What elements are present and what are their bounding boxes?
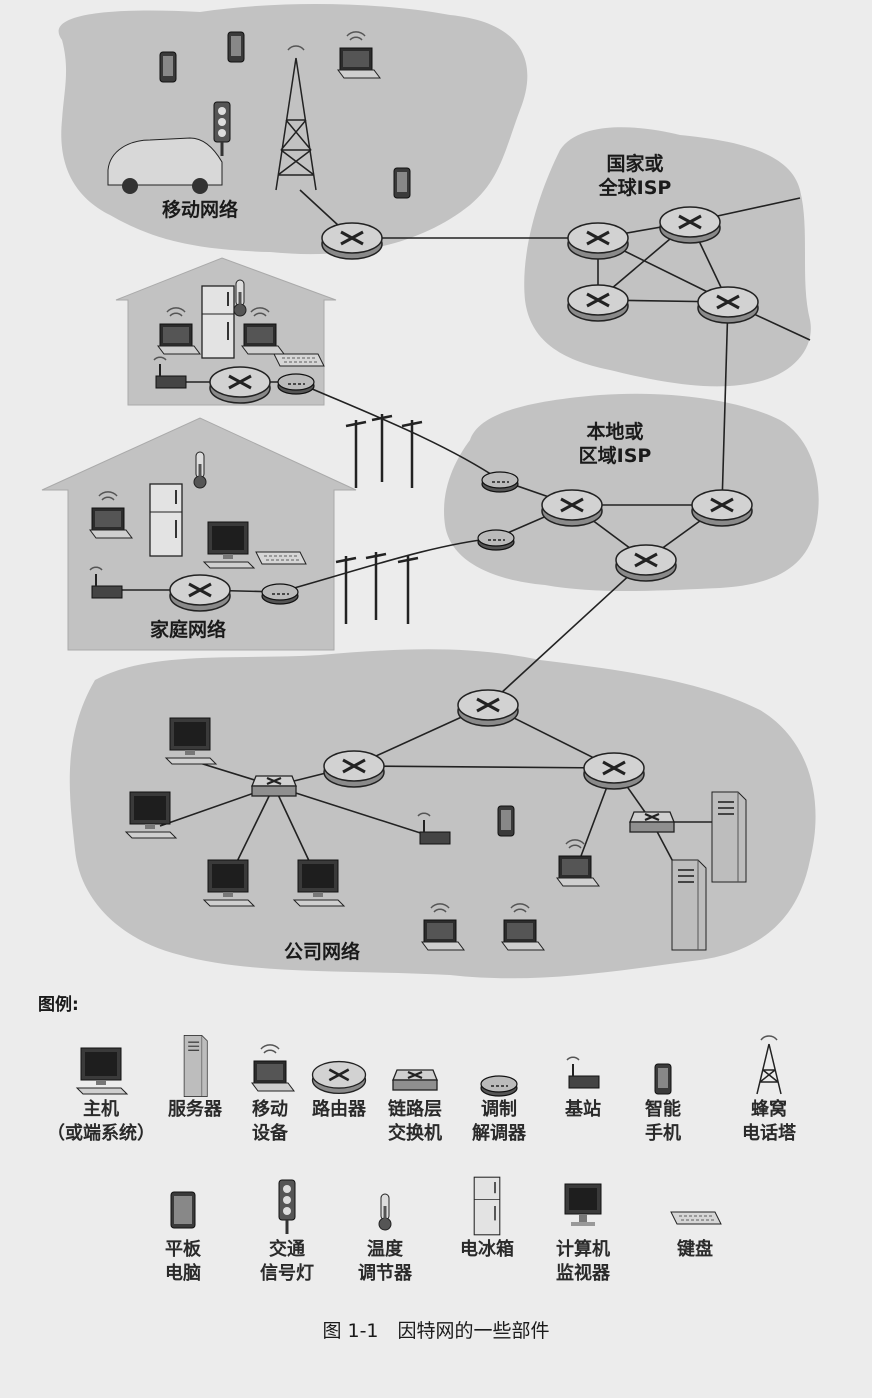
thermostat-icon xyxy=(192,450,208,490)
router-icon xyxy=(566,283,630,323)
base-station-icon xyxy=(566,1056,600,1089)
modem-icon xyxy=(261,583,299,605)
legend-item-smartphone: 智能 手机 xyxy=(608,1034,718,1146)
utility-pole-icon xyxy=(344,418,368,490)
legend-item-mobile-device: 移动 设备 xyxy=(215,1034,325,1146)
keyboard-icon xyxy=(670,1211,722,1225)
server-icon xyxy=(711,791,747,883)
home-network-label: 家庭网络 xyxy=(149,619,226,641)
legend-item-keyboard: 键盘 xyxy=(640,1174,750,1262)
enterprise-network-label: 公司网络 xyxy=(283,941,360,963)
utility-pole-icon xyxy=(400,418,424,490)
server-icon xyxy=(671,859,707,951)
legend-item-host: 主机 （或端系统） xyxy=(46,1034,156,1146)
cell-tower-icon xyxy=(275,45,317,191)
national-isp-label-line2: 全球ISP xyxy=(598,177,672,199)
mobile-network-label: 移动网络 xyxy=(161,199,238,221)
modem-icon xyxy=(277,373,315,395)
router-icon xyxy=(168,573,232,613)
router-icon xyxy=(690,488,754,528)
national-isp-label-line1: 国家或 xyxy=(606,153,664,175)
modem-icon xyxy=(477,529,515,551)
switch-icon xyxy=(628,810,676,834)
legend-title: 图例: xyxy=(38,995,79,1015)
modem-icon xyxy=(481,471,519,493)
regional-isp-label-line1: 本地或 xyxy=(586,421,644,443)
switch-icon xyxy=(250,774,298,798)
legend-item-thermostat: 温度 调节器 xyxy=(330,1174,440,1286)
tablet-icon xyxy=(497,805,515,837)
router-icon xyxy=(208,365,272,405)
car-icon xyxy=(107,137,223,194)
router-icon xyxy=(456,688,520,728)
regional-isp-label: 本地或 区域ISP xyxy=(570,420,660,468)
router-icon xyxy=(322,749,386,789)
smartphone-icon xyxy=(227,31,245,63)
keyboard-icon xyxy=(255,551,307,565)
fridge-icon xyxy=(473,1176,501,1236)
server-icon xyxy=(183,1034,208,1098)
legend-item-traffic-light: 交通 信号灯 xyxy=(232,1174,342,1286)
modem-icon xyxy=(480,1075,518,1097)
switch-icon xyxy=(391,1068,439,1092)
legend-item-monitor: 计算机 监视器 xyxy=(528,1174,638,1286)
host-icon xyxy=(76,1047,128,1095)
router-icon xyxy=(658,205,722,245)
utility-pole-icon xyxy=(334,554,358,626)
legend-item-base-station: 基站 xyxy=(528,1034,638,1122)
router-icon xyxy=(614,543,678,583)
smartphone-icon xyxy=(159,51,177,83)
fridge-icon xyxy=(201,285,235,359)
smartphone-icon xyxy=(654,1063,672,1095)
router-icon xyxy=(540,488,604,528)
national-isp-label: 国家或 全球ISP xyxy=(590,152,680,200)
router-icon xyxy=(320,221,384,261)
thermostat-icon xyxy=(232,278,248,318)
legend-item-cell-tower: 蜂窝 电话塔 xyxy=(714,1034,824,1146)
fridge-icon xyxy=(149,483,183,557)
thermostat-icon xyxy=(377,1192,393,1232)
utility-pole-icon xyxy=(396,554,420,626)
legend-item-tablet: 平板 电脑 xyxy=(128,1174,238,1286)
monitor-icon xyxy=(564,1183,602,1226)
cell-tower-icon xyxy=(756,1035,782,1095)
regional-isp-label-line2: 区域ISP xyxy=(578,445,652,467)
traffic-light-icon xyxy=(277,1178,297,1236)
legend-item-fridge: 电冰箱 xyxy=(432,1174,542,1262)
legend-item-server: 服务器 xyxy=(140,1034,250,1122)
enterprise-network-cloud xyxy=(69,649,816,979)
utility-pole-icon xyxy=(370,412,394,484)
legend-item-router: 路由器 xyxy=(284,1034,394,1122)
figure-caption: 图 1-1 因特网的一些部件 xyxy=(322,1320,550,1342)
legend-item-modem: 调制 解调器 xyxy=(444,1034,554,1146)
router-icon xyxy=(696,285,760,325)
router-icon xyxy=(582,751,646,791)
router-icon xyxy=(566,221,630,261)
keyboard-icon xyxy=(273,353,325,367)
smartphone-icon xyxy=(393,167,411,199)
legend-item-switch: 链路层 交换机 xyxy=(360,1034,470,1146)
tablet-icon xyxy=(170,1191,196,1229)
network-diagram xyxy=(41,4,819,979)
regional-isp-cloud xyxy=(444,393,819,592)
